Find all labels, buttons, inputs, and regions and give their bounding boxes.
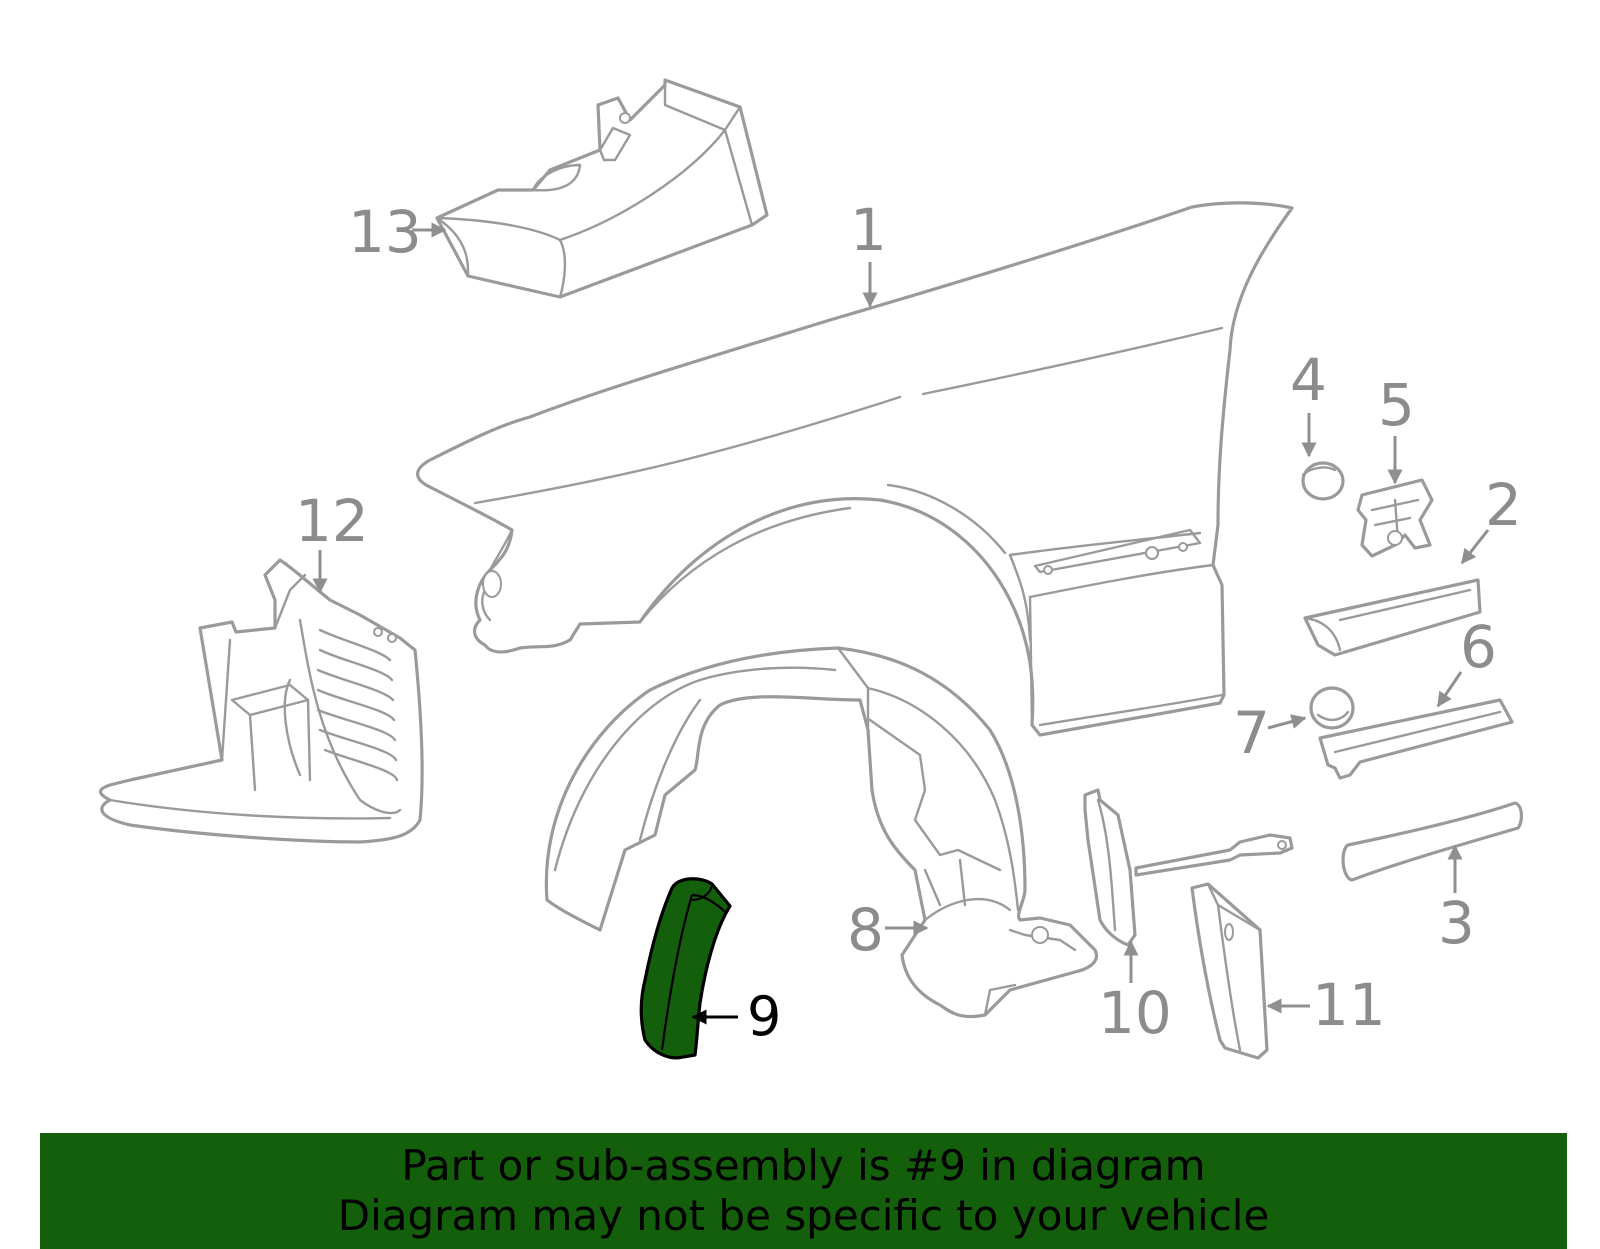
part-3-molding[interactable] (1341, 801, 1523, 882)
callout-arrows (312, 222, 1490, 1025)
callout-10: 10 (1098, 979, 1172, 1047)
callout-7: 7 (1233, 699, 1270, 767)
part-1-fender[interactable] (416, 201, 1294, 737)
callout-6: 6 (1460, 613, 1497, 681)
callout-1: 1 (850, 196, 887, 264)
info-banner: Part or sub-assembly is #9 in diagram Di… (40, 1133, 1567, 1249)
callout-12: 12 (295, 487, 369, 555)
part-11-bracket[interactable] (1190, 882, 1269, 1060)
part-7-cap[interactable] (1309, 686, 1355, 730)
part-4-grommet[interactable] (1301, 461, 1345, 501)
banner-line-part: Part or sub-assembly is #9 in diagram (401, 1141, 1206, 1190)
callout-2: 2 (1485, 471, 1522, 539)
callout-4: 4 (1290, 346, 1327, 414)
callout-11: 11 (1312, 971, 1386, 1039)
banner-line-disclaimer: Diagram may not be specific to your vehi… (337, 1191, 1270, 1240)
part-8-wheelhouse-liner[interactable] (544, 646, 1098, 1019)
part-6-trim[interactable] (1318, 698, 1514, 780)
callout-labels: 1 4 5 2 6 7 3 13 12 8 10 11 9 (295, 196, 1522, 1048)
part-9-liner-extension[interactable] (639, 877, 732, 1060)
part-5-clip[interactable] (1356, 478, 1434, 558)
callout-8: 8 (847, 896, 884, 964)
callout-3: 3 (1438, 889, 1475, 957)
part-13-air-duct[interactable] (435, 78, 769, 299)
callout-13: 13 (348, 198, 422, 266)
part-10-bracket[interactable] (1083, 788, 1294, 947)
callout-5: 5 (1378, 371, 1415, 439)
part-2-molding[interactable] (1303, 578, 1482, 657)
part-12-bracket[interactable] (99, 558, 424, 844)
callout-9-highlighted: 9 (747, 985, 781, 1048)
